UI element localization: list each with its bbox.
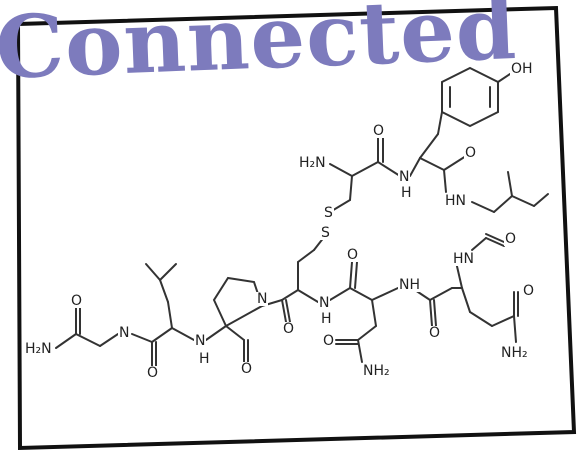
nh2-bottom-label: NH₂ [362,363,391,379]
oxygen-label: O [522,283,536,299]
n-left-label: N [118,325,131,341]
n-pro-label: N [256,291,269,307]
oxygen-label: O [464,145,478,161]
n-top-label: N [398,169,411,185]
hn-mid-label: HN [452,251,475,267]
hn-right-label: HN [444,193,467,209]
oxygen-label: O [322,333,336,349]
oxygen-label: O [504,231,518,247]
page-title: Connected [0,0,519,99]
h-mid-label: H [320,311,333,327]
frame-border [15,5,577,451]
nh-center-label: NH [398,277,421,293]
n-left2-label: N [194,333,207,349]
oxygen-label: O [346,247,360,263]
s1-label: S [323,205,334,221]
oh-label: OH [510,61,534,77]
s2-label: S [320,225,331,241]
n-mid-label: N [318,295,331,311]
oxygen-label: O [70,293,84,309]
oxygen-label: O [282,321,296,337]
h-top-label: H [400,185,413,201]
h2n-top-label: H₂N [298,155,327,171]
nh2-right-label: NH₂ [500,345,529,361]
oxygen-label: O [428,325,442,341]
oxygen-label: O [240,361,254,377]
h-left-label: H [198,351,211,367]
molecule-bonds [55,66,549,367]
h2n-left-label: H₂N [24,341,53,357]
oxygen-label: O [146,365,160,381]
oxygen-label: O [372,123,386,139]
